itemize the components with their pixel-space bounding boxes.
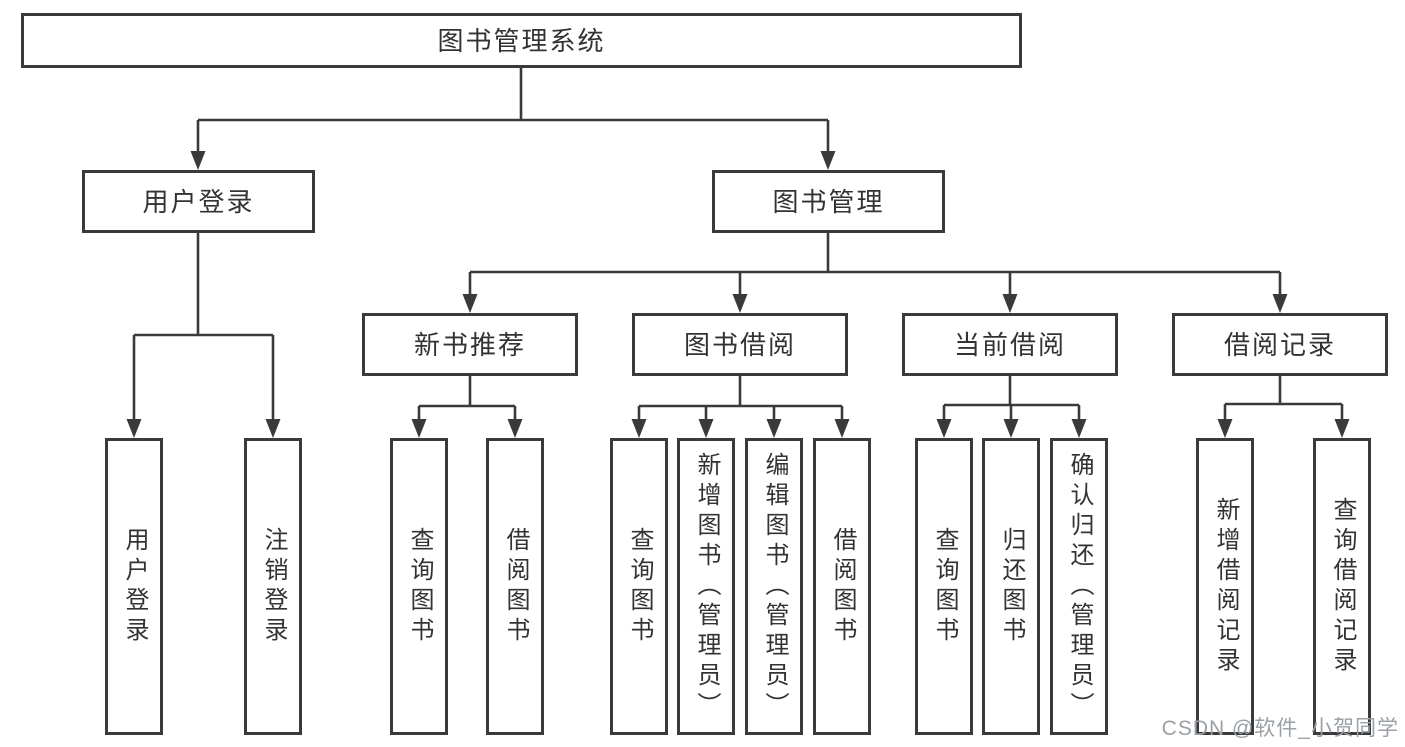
node-label: 查询图书 [931, 526, 958, 647]
node-label: 图书管理系统 [437, 25, 606, 56]
arrowhead-icon [631, 419, 647, 438]
connector-tree-3 [417, 376, 517, 424]
node-label: 新增借阅记录 [1212, 496, 1239, 677]
node-label: 图书管理 [772, 186, 885, 217]
node-current-borrow: 当前借阅 [902, 313, 1118, 376]
connector-tree-5 [942, 376, 1081, 424]
leaf-bb-add-books-admin: 新增图书（管理员） [677, 438, 735, 735]
arrowhead-icon [698, 419, 714, 438]
arrowhead-icon [1002, 294, 1018, 313]
node-label: 编辑图书（管理员） [761, 451, 788, 722]
arrowhead-icon [1272, 294, 1288, 313]
node-label: 归还图书 [998, 526, 1025, 647]
arrowhead-icon [1334, 419, 1350, 438]
leaf-bb-borrow-books: 借阅图书 [813, 438, 871, 735]
arrowhead-icon [732, 294, 748, 313]
leaf-cb-return-books: 归还图书 [982, 438, 1040, 735]
connector-tree-4 [637, 376, 844, 424]
node-label: 当前借阅 [953, 329, 1066, 360]
leaf-cb-confirm-return-admin: 确认归还（管理员） [1050, 438, 1108, 735]
watermark: CSDN @软件_小贺同学 [1161, 717, 1399, 740]
leaf-br-add-record: 新增借阅记录 [1196, 438, 1254, 735]
arrowhead-icon [1071, 419, 1087, 438]
node-label: 用户登录 [142, 186, 255, 217]
leaf-logout: 注销登录 [244, 438, 302, 735]
node-label: 查询图书 [406, 526, 433, 647]
arrowhead-icon [936, 419, 952, 438]
node-label: 图书借阅 [683, 329, 796, 360]
arrowhead-icon [834, 419, 850, 438]
connector-tree-2 [468, 233, 1282, 299]
connector-tree-6 [1223, 376, 1344, 424]
leaf-nbr-search-books: 查询图书 [390, 438, 448, 735]
arrowhead-icon [766, 419, 782, 438]
leaf-bb-edit-books-admin: 编辑图书（管理员） [745, 438, 803, 735]
connector-tree-1 [132, 233, 275, 424]
node-label: 新增图书（管理员） [693, 451, 720, 722]
node-label: 用户登录 [121, 526, 148, 647]
node-label: 借阅图书 [829, 526, 856, 647]
leaf-br-search-record: 查询借阅记录 [1313, 438, 1371, 735]
node-label: 注销登录 [260, 526, 287, 647]
arrowhead-icon [820, 151, 836, 170]
node-label: 查询图书 [626, 526, 653, 647]
arrowhead-icon [190, 151, 206, 170]
leaf-nbr-borrow-books: 借阅图书 [486, 438, 544, 735]
node-label: 借阅记录 [1223, 329, 1336, 360]
arrowhead-icon [126, 419, 142, 438]
node-label: 借阅图书 [502, 526, 529, 647]
leaf-cb-search-books: 查询图书 [915, 438, 973, 735]
node-label: 确认归还（管理员） [1066, 451, 1093, 722]
arrowhead-icon [1217, 419, 1233, 438]
leaf-bb-search-books: 查询图书 [610, 438, 668, 735]
connector-tree-0 [196, 68, 830, 156]
arrowhead-icon [507, 419, 523, 438]
node-root: 图书管理系统 [21, 13, 1022, 68]
node-new-book-recommend: 新书推荐 [362, 313, 578, 376]
arrowhead-icon [265, 419, 281, 438]
leaf-user-login: 用户登录 [105, 438, 163, 735]
arrowhead-icon [1003, 419, 1019, 438]
node-label: 新书推荐 [413, 329, 526, 360]
node-borrow-records: 借阅记录 [1172, 313, 1388, 376]
node-user-login: 用户登录 [82, 170, 315, 233]
arrowhead-icon [462, 294, 478, 313]
arrowhead-icon [411, 419, 427, 438]
node-book-borrow: 图书借阅 [632, 313, 848, 376]
node-label: 查询借阅记录 [1329, 496, 1356, 677]
node-book-management: 图书管理 [712, 170, 945, 233]
